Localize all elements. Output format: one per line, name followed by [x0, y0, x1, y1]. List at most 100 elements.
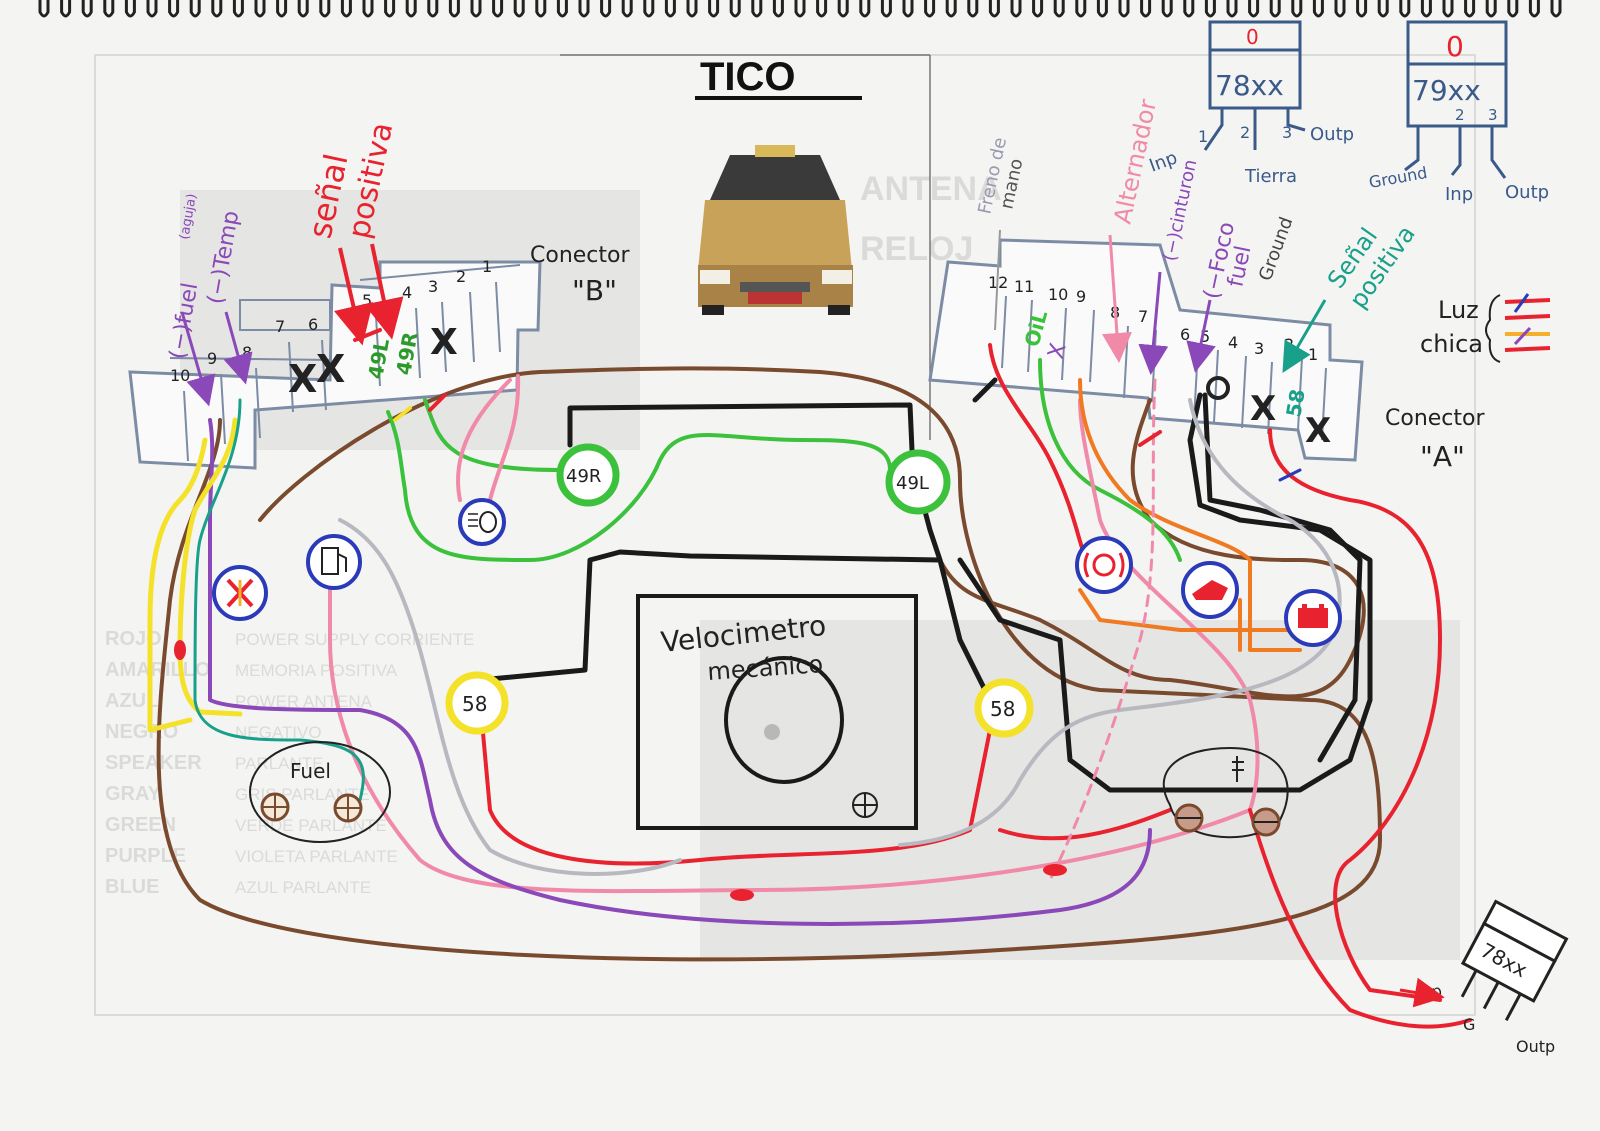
spiral-loop	[297, 0, 309, 18]
connector-b-label: Conector	[530, 243, 630, 268]
spiral-loop	[1032, 0, 1044, 18]
spiral-loop	[880, 0, 892, 18]
spiral-loop	[535, 0, 547, 18]
connector-b-slot-divider	[441, 301, 447, 373]
connector-b-x-7: X	[288, 357, 317, 401]
spiral-loop	[600, 0, 612, 18]
connector-b-pin-number: 8	[242, 343, 252, 362]
spiral-loop	[211, 0, 223, 18]
spiral-loop	[1550, 0, 1562, 18]
spiral-loop	[384, 0, 396, 18]
lamp-58-left: 58	[445, 671, 509, 735]
spiral-loop	[146, 0, 158, 18]
connector-a-label: Conector	[1385, 406, 1485, 431]
connector-a-pin-number: 9	[1076, 287, 1086, 306]
connector-b-x-6: X	[316, 347, 345, 391]
connector-b-pin-number: 2	[456, 267, 466, 286]
bg-row-desc: MEMORIA POSITIVA	[235, 661, 398, 680]
spiral-loop	[1075, 0, 1087, 18]
connector-b-slot-divider	[415, 307, 421, 379]
r78b-outp: Outp	[1516, 1037, 1555, 1056]
spiral-loop	[1269, 0, 1281, 18]
spiral-loop	[664, 0, 676, 18]
connector-a-pin-number: 5	[1200, 327, 1210, 346]
bg-row-color: BLUE	[105, 876, 159, 898]
r79-pin2: 2	[1455, 106, 1465, 124]
label-ground: Ground	[1255, 214, 1297, 283]
spiral-loop	[1507, 0, 1519, 18]
spiral-loop	[1356, 0, 1368, 18]
spiral-loop	[708, 0, 720, 18]
bg-row-color: GRAY	[105, 783, 162, 805]
bg-row-color: GREEN	[105, 814, 176, 836]
connector-a-slot-divider	[1321, 367, 1327, 441]
spiral-loop	[621, 0, 633, 18]
spiral-loop	[470, 0, 482, 18]
connector-b-pin-number: 5	[362, 291, 372, 310]
spiral-loop	[81, 0, 93, 18]
connector-a-slot-divider	[1089, 309, 1095, 383]
connector-a-slot-divider	[1267, 361, 1273, 435]
wire-orange	[1078, 378, 1302, 652]
r78-outp: Outp	[1310, 124, 1354, 145]
spiral-loop	[1464, 0, 1476, 18]
spiral-loop	[988, 0, 1000, 18]
wire-teal	[193, 398, 365, 802]
spiral-loop	[254, 0, 266, 18]
connector-b-slot-divider	[321, 339, 327, 411]
connector-a-pin2-58: 58	[1281, 387, 1309, 419]
spiral-loop	[492, 0, 504, 18]
luz-chica-line1: Luz	[1438, 296, 1479, 324]
label-cinturon: (−)cinturon	[1159, 158, 1201, 263]
wire-pink-dashed	[1048, 378, 1157, 882]
spiral-loop	[1010, 0, 1022, 18]
brake-warning-icon	[1075, 536, 1133, 594]
connector-a-slot-divider	[1213, 349, 1219, 423]
spiral-loop	[643, 0, 655, 18]
spiral-loop	[1485, 0, 1497, 18]
bg-row-desc: NEGATIVO	[235, 723, 322, 742]
r79-label: 79xx	[1412, 74, 1481, 107]
wire-black	[477, 392, 1373, 793]
connector-b-slot-divider	[183, 390, 189, 462]
r78b-g: G	[1463, 1015, 1475, 1034]
connector-a-slot-divider	[1027, 299, 1033, 373]
regulator-78xx-top: 0 78xx 1 2 3 Inp Tierra Outp	[1147, 20, 1354, 187]
fuel-gauge-terminal-right	[333, 793, 363, 823]
spiral-loop	[578, 0, 590, 18]
connector-b-slot-divider	[495, 281, 501, 353]
spiral-loop	[38, 0, 50, 18]
wire-green	[386, 398, 892, 562]
temp-gauge-terminal-right	[1251, 807, 1281, 837]
spiral-loop	[837, 0, 849, 18]
temperature-gauge	[1162, 746, 1289, 839]
spiral-loop	[124, 0, 136, 18]
lamp-49l: 49L	[885, 449, 951, 515]
spiral-loop	[1334, 0, 1346, 18]
spiral-loop	[1420, 0, 1432, 18]
wire-purple	[208, 418, 1152, 926]
connector-a-pin-number: 11	[1014, 277, 1034, 296]
connector-b-slot-divider	[469, 291, 475, 363]
connector-b-slot-divider	[288, 341, 294, 413]
r78-pin3: 3	[1282, 123, 1292, 142]
spiral-loop	[1291, 0, 1303, 18]
spiral-loop	[556, 0, 568, 18]
indicator-lamps: 49R 49L 58	[212, 443, 1342, 738]
spiral-loop	[772, 0, 784, 18]
fuel-gauge-label: Fuel	[290, 759, 331, 783]
spiral-loop	[859, 0, 871, 18]
r79-cap: 0	[1446, 30, 1464, 63]
connector-b-pin-number: 1	[482, 257, 492, 276]
wire-red	[353, 328, 1472, 1029]
spiral-loop	[751, 0, 763, 18]
spiral-loop	[794, 0, 806, 18]
spiral-loop	[1053, 0, 1065, 18]
bg-header-antena: ANTENA	[860, 170, 1002, 208]
connector-a-pin3-x: X	[1250, 389, 1276, 429]
connector-a-slot-divider	[1241, 355, 1247, 429]
spiral-loop	[902, 0, 914, 18]
spiral-loop	[1226, 0, 1238, 18]
